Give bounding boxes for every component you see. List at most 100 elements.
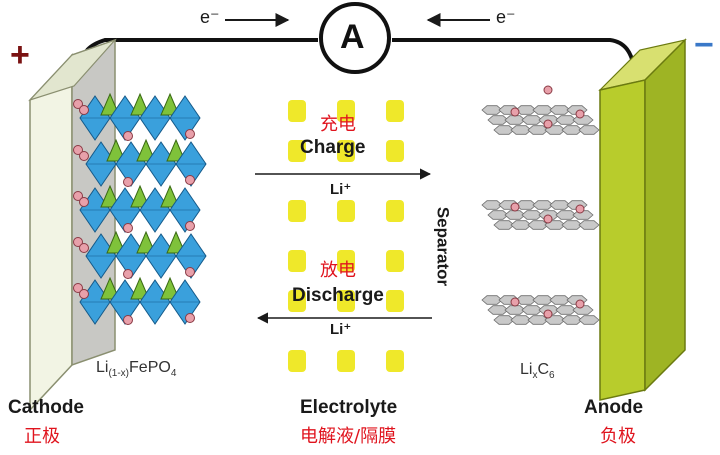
cathode-plate — [27, 38, 117, 412]
li-ion — [575, 109, 585, 119]
separator-dot — [288, 140, 306, 162]
li-ion — [543, 85, 553, 95]
tetrahedron — [130, 92, 150, 116]
tetrahedron — [106, 230, 126, 254]
separator-dot — [386, 140, 404, 162]
li-ion — [123, 177, 133, 187]
li-ion — [185, 221, 195, 231]
li-ion — [510, 297, 520, 307]
separator-dot — [288, 290, 306, 312]
graphite-hex — [555, 210, 577, 220]
li-ion — [73, 283, 83, 293]
li-ion — [79, 197, 89, 207]
li-ion — [73, 191, 83, 201]
graphite-hex — [481, 295, 503, 305]
tetrahedron — [100, 276, 120, 300]
tetrahedron — [166, 230, 186, 254]
discharge-ion-label: Li⁺ — [330, 321, 352, 338]
graphite-hex — [578, 315, 600, 325]
tetrahedron — [160, 92, 180, 116]
graphite-hex — [527, 125, 549, 135]
separator-dot — [337, 350, 355, 372]
graphite-hex — [549, 105, 571, 115]
discharge-label: Discharge — [292, 285, 384, 306]
anode-plate — [598, 38, 687, 401]
separator-label: Separator — [433, 206, 453, 287]
tetrahedron — [100, 92, 120, 116]
graphite-hex — [493, 315, 515, 325]
li-ion — [79, 243, 89, 253]
separator-dot — [386, 350, 404, 372]
charge-label-cn: 充电 — [320, 114, 356, 135]
charge-ion-label: Li⁺ — [330, 181, 352, 198]
cathode-label-cn: 正极 — [24, 426, 60, 447]
separator-dot — [288, 100, 306, 122]
positive-terminal-sign: + — [10, 36, 30, 74]
tetrahedron — [130, 184, 150, 208]
tetrahedron — [136, 230, 156, 254]
graphite-hex — [521, 305, 543, 315]
electrolyte-label-cn: 电解液/隔膜 — [300, 426, 397, 447]
tetrahedron — [160, 276, 180, 300]
graphite-hex — [504, 115, 526, 125]
separator-dot — [337, 290, 355, 312]
graphite-hex — [487, 210, 509, 220]
tetrahedron — [160, 184, 180, 208]
electron-label-left: e⁻ — [200, 7, 220, 27]
charge-label: Charge — [300, 137, 366, 158]
graphite-hex — [527, 220, 549, 230]
cathode-crystal-lattice — [73, 92, 207, 325]
li-ion — [79, 289, 89, 299]
li-ion — [123, 131, 133, 141]
graphite-hex — [487, 305, 509, 315]
separator-dot — [386, 100, 404, 122]
graphite-hex — [561, 315, 583, 325]
li-ion — [73, 99, 83, 109]
separator-dot — [288, 250, 306, 272]
ammeter-symbol — [319, 2, 391, 74]
tetrahedron — [166, 138, 186, 162]
li-ion — [79, 105, 89, 115]
li-ion — [79, 151, 89, 161]
cathode-formula: Li(1-x)FePO4 — [96, 359, 177, 380]
li-ion — [123, 315, 133, 325]
anode-label: Anode — [584, 397, 644, 418]
separator-dot — [337, 140, 355, 162]
tetrahedron — [106, 138, 126, 162]
electrolyte-label: Electrolyte — [300, 397, 398, 418]
li-ion — [543, 119, 553, 129]
li-ion — [185, 267, 195, 277]
graphite-hex — [493, 125, 515, 135]
graphite-hex — [561, 220, 583, 230]
graphite-hex — [561, 125, 583, 135]
li-ion — [510, 107, 520, 117]
li-ion — [575, 204, 585, 214]
tetrahedron — [100, 184, 120, 208]
separator-dot — [337, 200, 355, 222]
graphite-hex — [504, 210, 526, 220]
discharge-label-cn: 放电 — [320, 260, 356, 281]
li-ion — [73, 237, 83, 247]
graphite-hex — [481, 200, 503, 210]
graphite-hex — [481, 105, 503, 115]
separator-dot — [288, 350, 306, 372]
graphite-hex — [549, 200, 571, 210]
tetrahedron — [136, 138, 156, 162]
li-ion — [575, 299, 585, 309]
separator-dot — [337, 100, 355, 122]
cathode-label: Cathode — [8, 397, 84, 418]
anode-label-cn: 负极 — [600, 426, 636, 447]
separator-dot — [337, 250, 355, 272]
graphite-hex — [532, 105, 554, 115]
separator-dot — [386, 250, 404, 272]
graphite-hex — [510, 125, 532, 135]
separator-dot — [288, 200, 306, 222]
li-ion — [73, 145, 83, 155]
anode-graphite-layers — [481, 85, 600, 325]
li-ion — [543, 309, 553, 319]
graphite-hex — [578, 125, 600, 135]
ammeter-label: A — [340, 18, 365, 56]
li-ion — [185, 313, 195, 323]
li-ion — [185, 129, 195, 139]
